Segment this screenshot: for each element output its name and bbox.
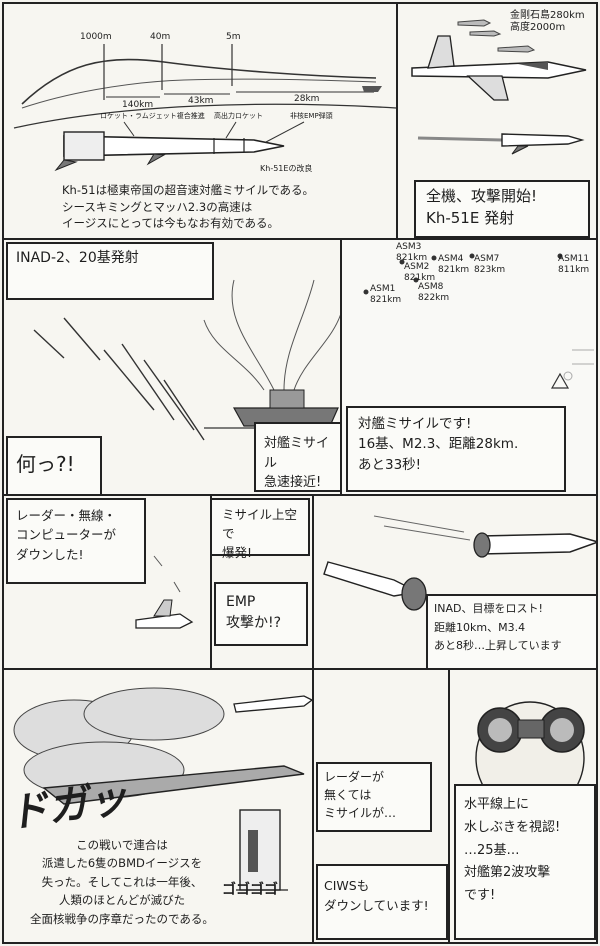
distance-label-140km: 140km: [122, 100, 154, 110]
panel-10: レーダーが 無くては ミサイルが… CIWSも ダウンしています!: [312, 668, 450, 944]
panel-2-location-note: 金剛石島280km 高度2000m: [510, 10, 585, 33]
panel-1-caption: Kh-51は極東帝国の超音速対艦ミサイルである。 シースキミングとマッハ2.3の…: [62, 183, 314, 231]
panel-2-speech-text: 全機、攻撃開始! Kh-51E 発射: [426, 187, 538, 227]
altitude-label-1000m: 1000m: [80, 32, 112, 42]
panel-8-speech-bubble: INAD、目標をロスト! 距離10km、M3.4 あと8秒…上昇しています: [426, 594, 596, 668]
panel-9-drawing: [13, 687, 312, 891]
panel-11-speech-text: 水平線上に 水しぶきを視認! …25基… 対艦第2波攻撃 です!: [464, 797, 561, 903]
panel-9-caption: この戦いで連合は 派遣した6隻のBMDイージスを 失った。そしてこれは一年後、 …: [30, 838, 214, 926]
panel-10-bottom-speech-bubble: CIWSも ダウンしています!: [316, 864, 448, 940]
panel-6-speech-bubble: レーダー・無線・ コンピューターが ダウンした!: [6, 498, 146, 584]
distance-label-43km: 43km: [188, 96, 214, 106]
panel-6-speech-text: レーダー・無線・ コンピューターが ダウンした!: [16, 508, 117, 562]
missile-part-label-propulsion: ロケット・ラムジェット複合推進: [100, 112, 205, 120]
panel-4-radar-drawing: [363, 253, 594, 389]
panel-1: 1000m 40m 5m 140km 43km 28km ロケット・ラムジェット…: [2, 2, 398, 240]
panel-6-drawing: [135, 555, 194, 629]
missile-part-label-warhead: 非核EMP弾頭: [290, 112, 333, 120]
panel-8-speech-text: INAD、目標をロスト! 距離10km、M3.4 あと8秒…上昇しています: [434, 602, 562, 653]
panel-7: ミサイル上空で 爆発! EMP 攻撃か!?: [210, 494, 314, 670]
altitude-label-5m: 5m: [226, 32, 241, 42]
panel-9-sfx-rumble: ゴゴゴゴ: [222, 882, 278, 898]
panel-1-drawing: [13, 44, 396, 172]
panel-9: ドガッ ゴゴゴゴ この戦いで連合は 派遣した6隻のBMDイージスを 失った。そし…: [2, 668, 314, 944]
distance-label-28km: 28km: [294, 94, 320, 104]
panel-7-top-speech-bubble: ミサイル上空で 爆発!: [212, 498, 310, 560]
missile-name-label: Kh-51Eの改良: [260, 164, 313, 173]
panel-3: INAD-2、20基発射 何っ?! 対艦ミサイル 急速接近!: [2, 238, 342, 496]
panel-2: 金剛石島280km 高度2000m 全機、攻撃開始! Kh-51E 発射: [396, 2, 598, 240]
panel-8: INAD、目標をロスト! 距離10km、M3.4 あと8秒…上昇しています: [312, 494, 598, 670]
panel-7-bottom-speech-bubble: EMP 攻撃か!?: [214, 582, 308, 646]
panel-3-caption-box: INAD-2、20基発射: [6, 242, 214, 300]
panel-5-left-speech-text: 何っ?!: [16, 452, 75, 476]
panel-2-speech-bubble: 全機、攻撃開始! Kh-51E 発射: [414, 180, 590, 238]
panel-4-speech-bubble: 対艦ミサイルです! 16基、M2.3、距離28km. あと33秒!: [346, 406, 566, 492]
panel-5-left-speech-bubble: 何っ?!: [6, 436, 102, 494]
panel-10-top-speech-bubble: レーダーが 無くては ミサイルが…: [316, 762, 432, 832]
missile-part-label-rocket: 高出力ロケット: [214, 112, 263, 120]
panel-5-right-speech-text: 対艦ミサイル 急速接近!: [264, 436, 330, 490]
panel-10-bottom-speech-text: CIWSも ダウンしています!: [324, 878, 429, 913]
panel-5-right-speech-bubble: 対艦ミサイル 急速接近!: [254, 422, 340, 492]
panel-6: レーダー・無線・ コンピューターが ダウンした!: [2, 494, 212, 670]
panel-8-drawing: [323, 515, 596, 611]
panel-3-drawing: [33, 279, 340, 441]
panel-2-drawing: [411, 19, 587, 155]
panel-4-speech-text: 対艦ミサイルです! 16基、M2.3、距離28km. あと33秒!: [358, 416, 519, 473]
panel-7-bottom-speech-text: EMP 攻撃か!?: [226, 594, 282, 631]
panel-11-speech-bubble: 水平線上に 水しぶきを視認! …25基… 対艦第2波攻撃 です!: [454, 784, 596, 940]
panel-7-top-speech-text: ミサイル上空で 爆発!: [222, 507, 298, 560]
panel-11: 水平線上に 水しぶきを視認! …25基… 対艦第2波攻撃 です!: [448, 668, 598, 944]
panel-3-caption-text: INAD-2、20基発射: [16, 250, 139, 266]
altitude-label-40m: 40m: [150, 32, 171, 42]
panel-10-top-speech-text: レーダーが 無くては ミサイルが…: [324, 770, 397, 820]
